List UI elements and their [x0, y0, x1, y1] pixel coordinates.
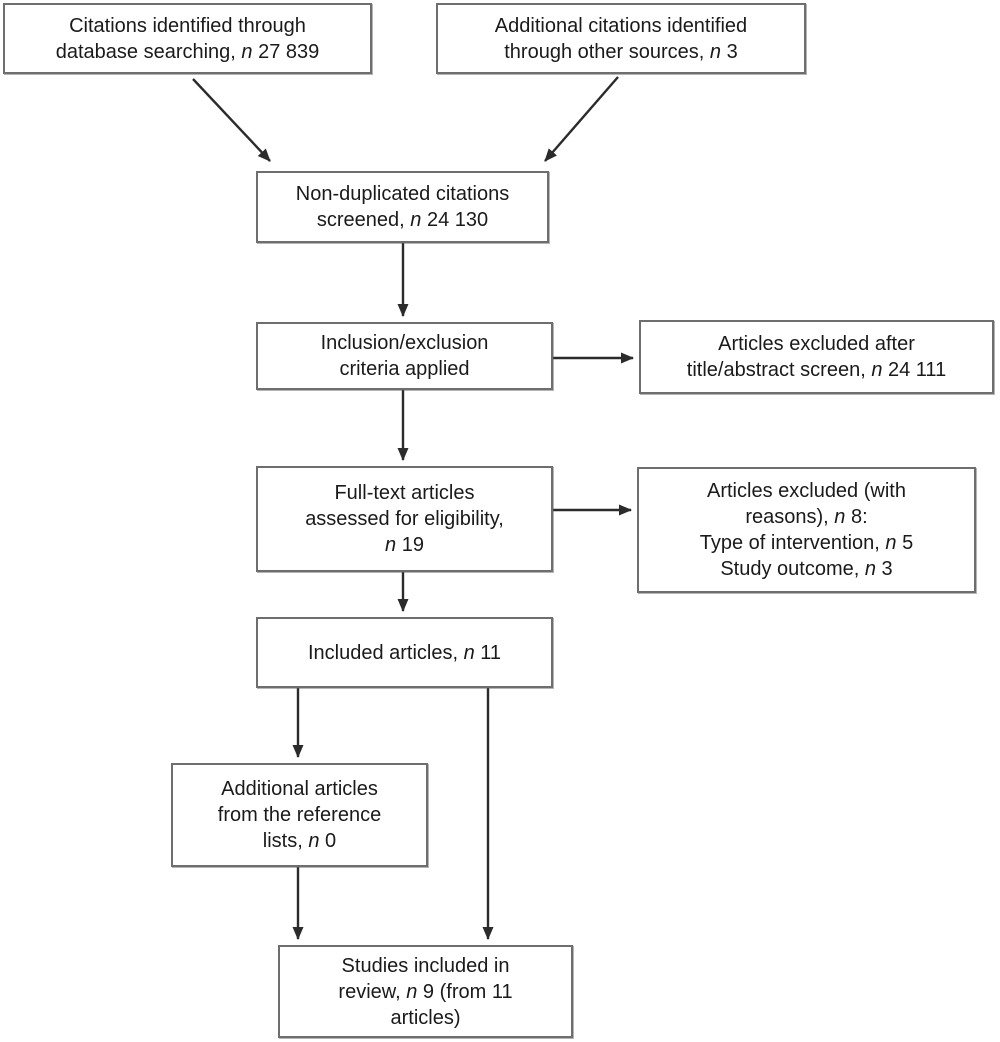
- arrow-database-to-screened: [192, 78, 271, 162]
- box-included-articles-text: Included articles, n 11: [307, 641, 502, 664]
- arrow-other-to-screened: [544, 76, 619, 162]
- box-included-articles: Included articles, n 11: [256, 617, 553, 688]
